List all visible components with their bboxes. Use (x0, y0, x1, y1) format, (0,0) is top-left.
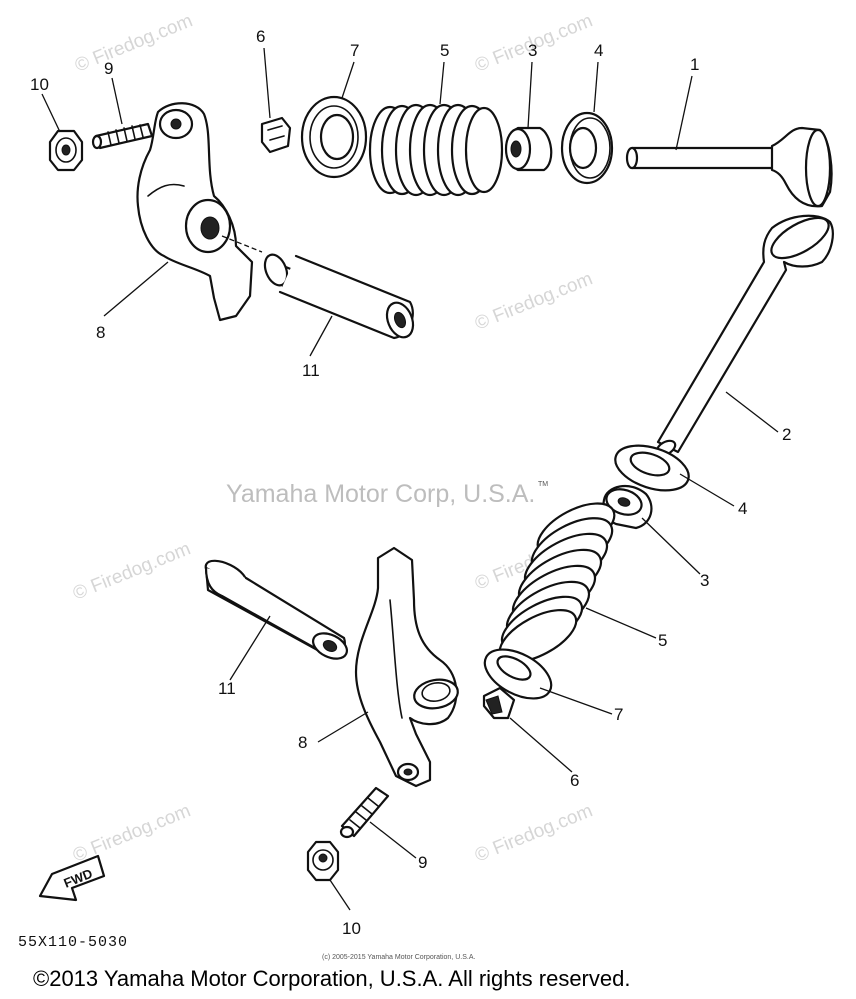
firedog-watermark: © Firedog.com (70, 538, 194, 604)
firedog-watermark: © Firedog.com (472, 800, 596, 866)
callout-4: 4 (738, 499, 747, 518)
rocker-arm-part-8-lower (354, 546, 459, 788)
adjusting-screw-part-9-lower (339, 786, 390, 839)
rocker-shaft-part-11-lower (204, 559, 348, 660)
valve-spring-part-5-lower (498, 502, 616, 663)
spring-retainer-part-7-lower (483, 648, 553, 700)
valve-spring-part-5 (368, 103, 504, 197)
rocker-shaft-part-11 (221, 235, 415, 340)
firedog-watermark: © Firedog.com (70, 800, 194, 866)
valve-cotter-part-6 (260, 116, 292, 154)
forward-direction-icon: FWD (38, 854, 106, 902)
locknut-part-10-lower (306, 840, 340, 882)
valve-cotter-part-6-lower (482, 686, 516, 720)
diagram-code: 55X110-5030 (18, 934, 128, 951)
valve-part-1 (625, 126, 833, 208)
trademark-mark: TM (538, 481, 548, 488)
callout-9: 9 (418, 853, 427, 872)
callout-9: 9 (104, 59, 113, 78)
firedog-watermark: © Firedog.com (472, 268, 596, 334)
callout-numbers: 1 4 3 5 7 6 10 9 8 11 2 4 3 5 7 6 11 8 9… (30, 27, 791, 938)
callout-6: 6 (256, 27, 265, 46)
callout-3: 3 (700, 571, 709, 590)
callout-11: 11 (218, 679, 236, 698)
callout-7: 7 (614, 705, 623, 724)
oil-seal-part-3-lower (602, 484, 653, 530)
small-copyright: (c) 2005-2015 Yamaha Motor Corporation, … (322, 954, 475, 961)
callout-10: 10 (342, 919, 361, 938)
spring-seat-part-4 (560, 111, 614, 185)
yamaha-watermark: Yamaha Motor Corp, U.S.A. (226, 480, 535, 508)
oil-seal-part-3 (504, 126, 553, 172)
callout-5: 5 (658, 631, 667, 650)
callout-7: 7 (350, 41, 359, 60)
callout-4: 4 (594, 41, 603, 60)
callout-8: 8 (96, 323, 105, 342)
callout-1: 1 (690, 55, 699, 74)
footer-copyright: ©2013 Yamaha Motor Corporation, U.S.A. A… (33, 966, 630, 991)
valve-part-2 (655, 214, 834, 457)
locknut-part-10 (48, 129, 84, 172)
leader-lines (41, 47, 779, 911)
spring-retainer-part-7 (300, 95, 368, 179)
spring-seat-part-4-lower (614, 444, 690, 492)
callout-5: 5 (440, 41, 449, 60)
callout-8: 8 (298, 733, 307, 752)
callout-3: 3 (528, 41, 537, 60)
rocker-arm-part-8 (136, 102, 254, 322)
firedog-watermark: © Firedog.com (72, 10, 196, 76)
callout-10: 10 (30, 75, 49, 94)
adjusting-screw-part-9 (91, 122, 154, 150)
callout-2: 2 (782, 425, 791, 444)
callout-11: 11 (302, 361, 320, 380)
callout-6: 6 (570, 771, 579, 790)
